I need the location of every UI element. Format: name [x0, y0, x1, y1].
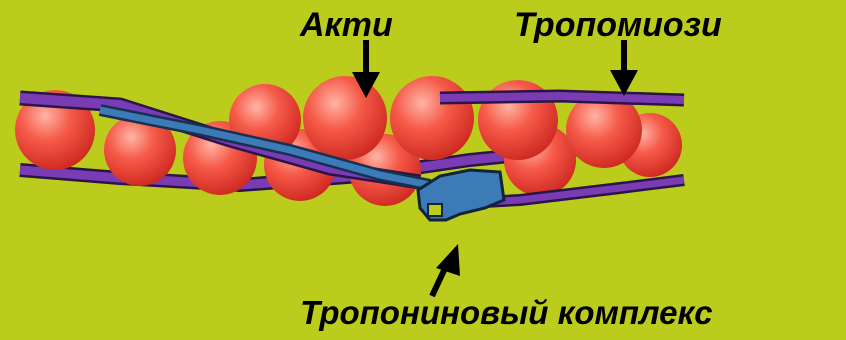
- actin-label: Акти: [300, 8, 393, 42]
- troponin-complex-label: Тропониновый комплекс: [300, 296, 713, 329]
- arrow-troponin: [432, 244, 460, 296]
- arrow-tropomyosin: [610, 40, 638, 96]
- actin-monomer: [390, 76, 474, 160]
- tropomyosin-label: Тропомиози: [514, 8, 722, 42]
- actin-monomer: [303, 76, 387, 160]
